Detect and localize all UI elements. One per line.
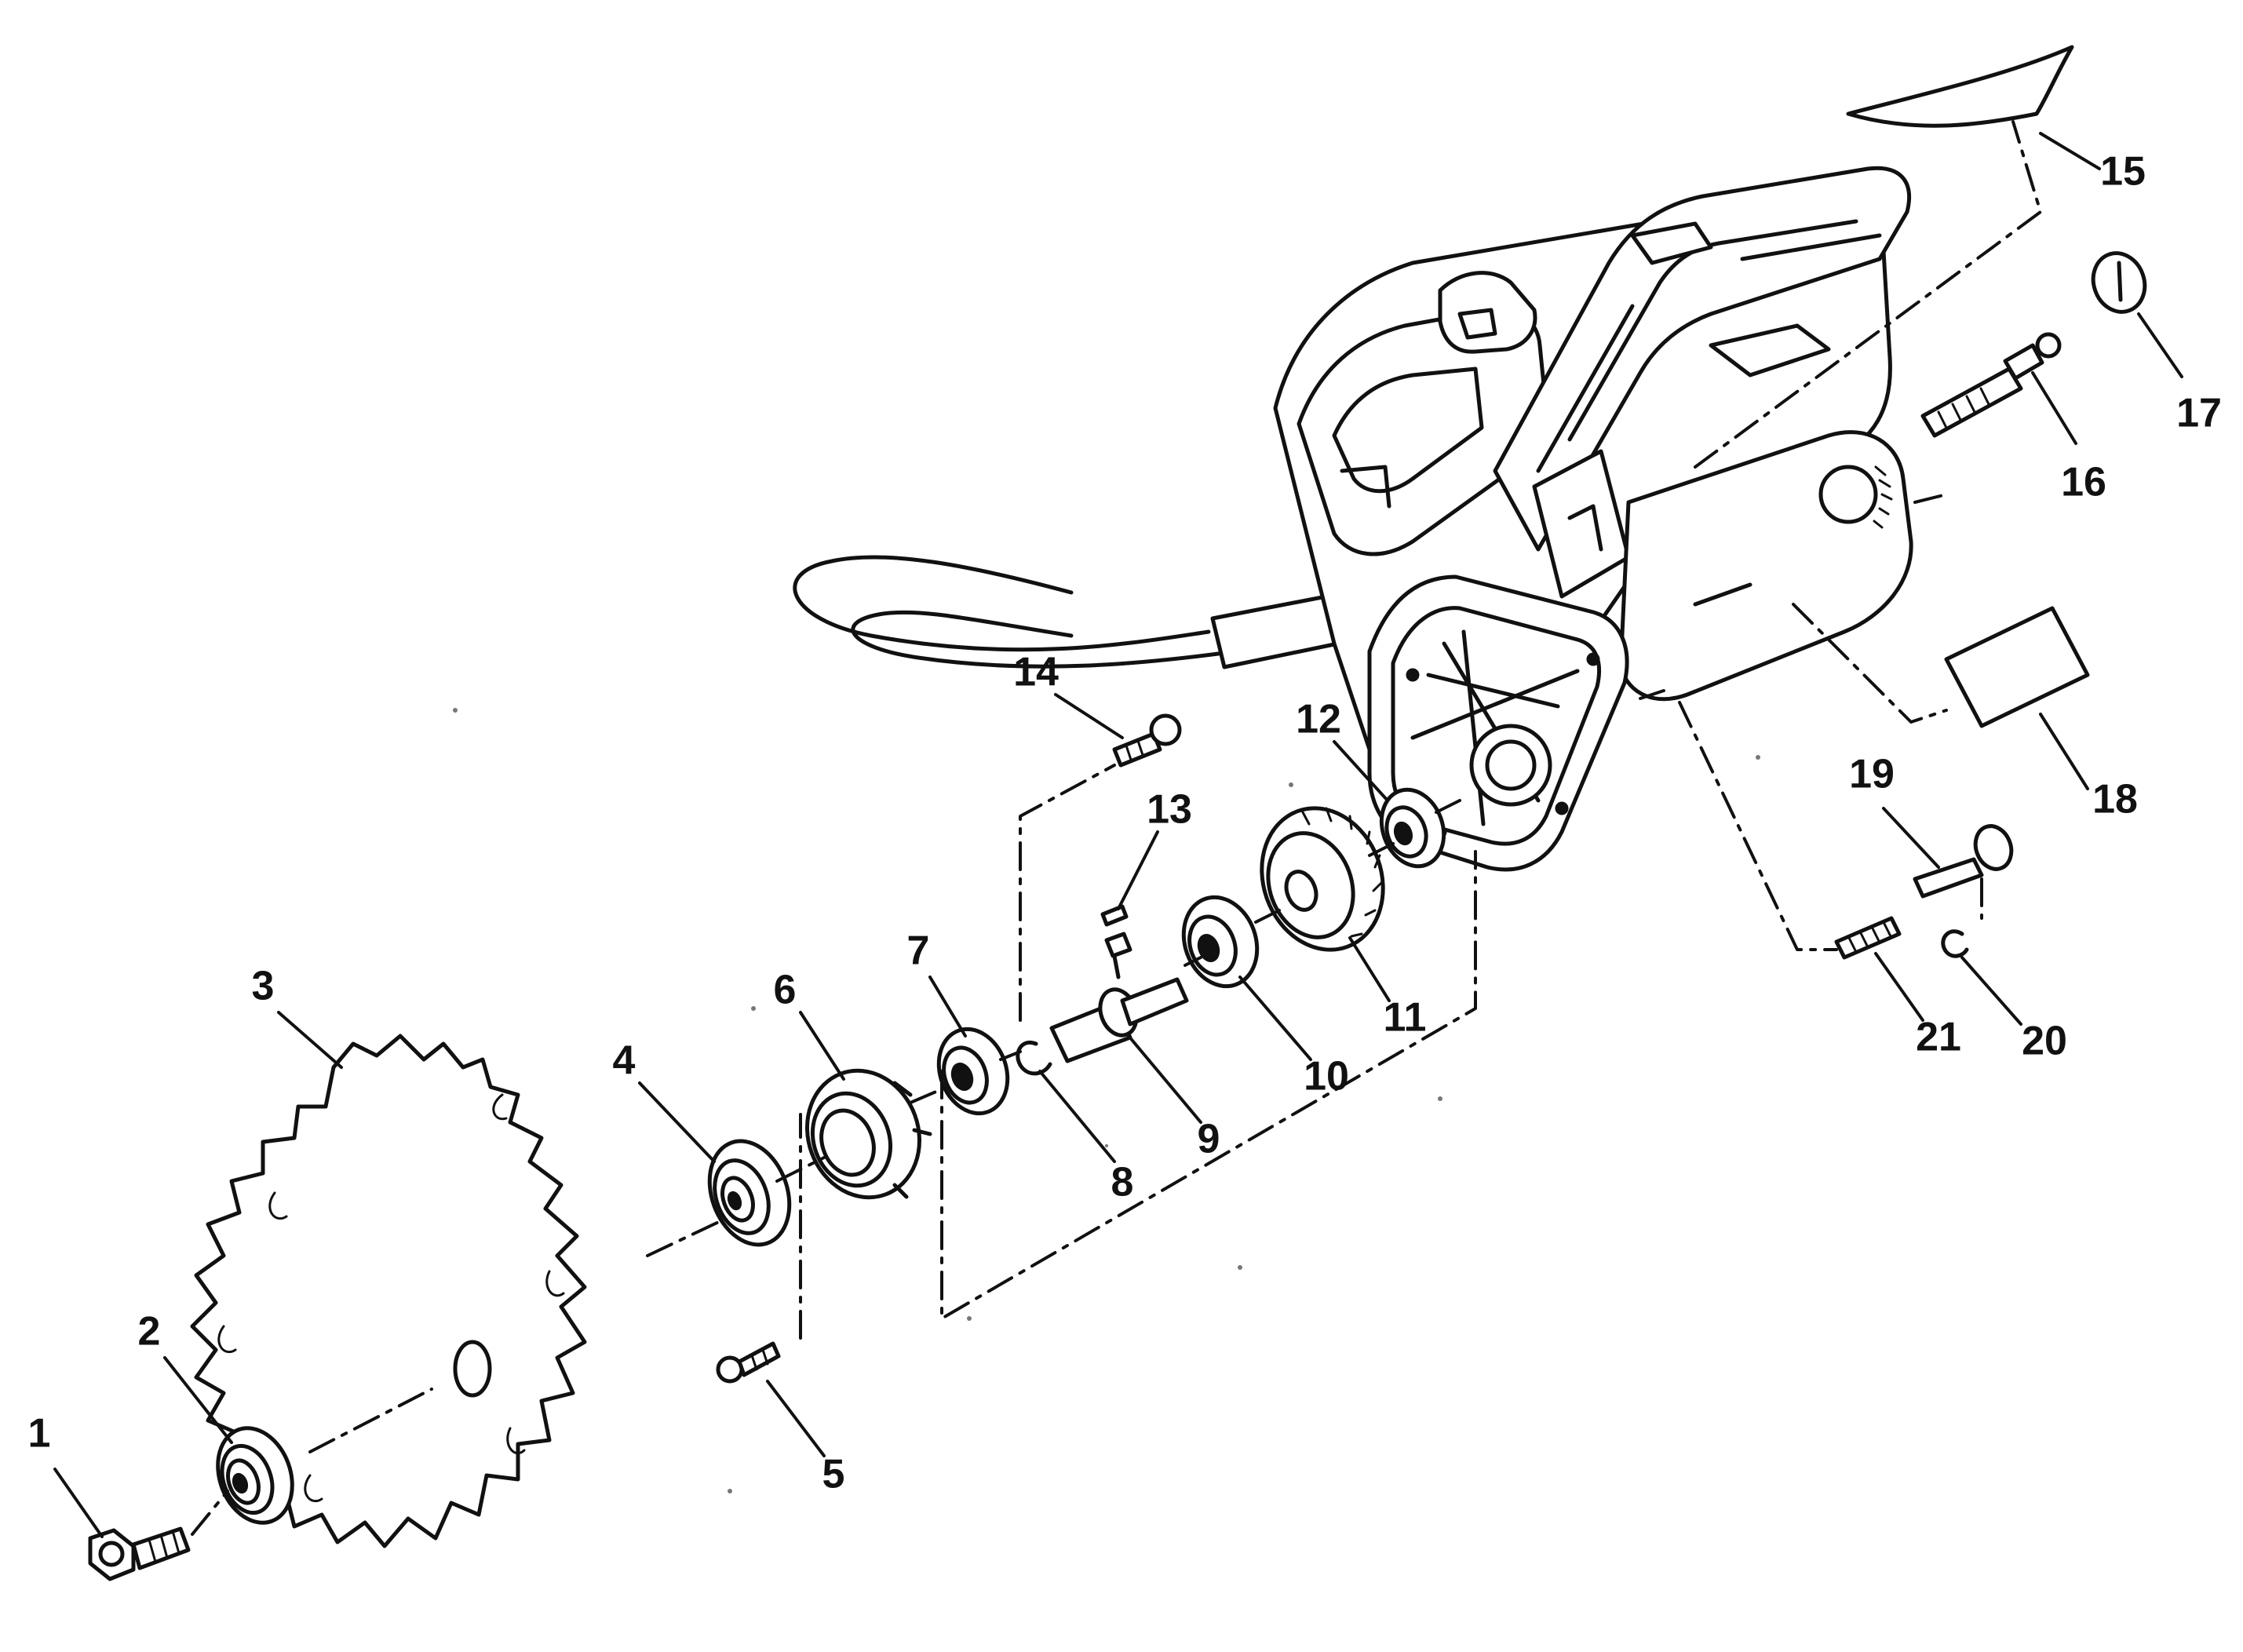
callout-14: 14 xyxy=(1013,650,1059,695)
label-plate xyxy=(1846,45,2074,128)
callout-15: 15 xyxy=(2100,149,2146,195)
clip xyxy=(1941,929,1969,958)
callout-7: 7 xyxy=(907,928,930,974)
callout-13: 13 xyxy=(1147,787,1192,833)
callout-8: 8 xyxy=(1111,1160,1134,1205)
assembly-lines xyxy=(191,120,2042,1536)
callout-2: 2 xyxy=(138,1309,161,1355)
callout-labels: 1 2 3 4 5 6 7 8 9 10 11 12 13 14 15 16 1… xyxy=(28,149,2222,1497)
saw-housing xyxy=(1273,166,1913,872)
callout-6: 6 xyxy=(774,968,797,1013)
ball-bearing xyxy=(936,1027,1010,1116)
callout-3: 3 xyxy=(252,964,275,1009)
callout-5: 5 xyxy=(822,1452,845,1497)
lock-pin xyxy=(1913,824,2014,899)
saw-blade xyxy=(190,1034,587,1548)
drive-gear xyxy=(1260,806,1385,952)
callout-16: 16 xyxy=(2061,460,2106,505)
hex-bolt xyxy=(88,1526,191,1581)
outer-washer xyxy=(216,1426,294,1525)
knob-screw xyxy=(1920,332,2062,438)
callout-9: 9 xyxy=(1198,1117,1220,1162)
callout-10: 10 xyxy=(1304,1054,1349,1100)
callout-4: 4 xyxy=(613,1038,636,1084)
nameplate xyxy=(1944,606,2090,728)
callout-21: 21 xyxy=(1916,1015,1961,1060)
callout-12: 12 xyxy=(1296,697,1341,742)
retaining-ring xyxy=(1016,1040,1052,1076)
screw xyxy=(1112,713,1182,768)
armature-bearing xyxy=(1379,787,1446,869)
spring xyxy=(1834,916,1902,960)
bearing xyxy=(1181,895,1260,989)
power-cord xyxy=(793,555,1340,669)
callout-17: 17 xyxy=(2176,391,2222,436)
callout-19: 19 xyxy=(1849,752,1895,797)
callout-1: 1 xyxy=(28,1411,51,1457)
inner-washer xyxy=(707,1139,792,1247)
callout-20: 20 xyxy=(2022,1019,2067,1064)
callout-18: 18 xyxy=(2092,777,2138,822)
key xyxy=(1100,904,1129,927)
knob-cap xyxy=(2091,251,2147,314)
small-screw xyxy=(716,1341,781,1384)
callout-11: 11 xyxy=(1384,995,1427,1041)
leader-lines xyxy=(53,132,2183,1538)
